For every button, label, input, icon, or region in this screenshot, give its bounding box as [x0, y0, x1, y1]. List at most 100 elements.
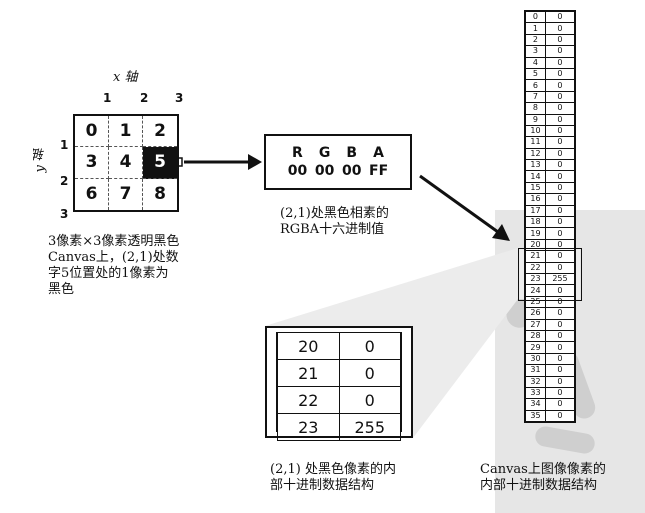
y-tick: 2	[60, 174, 69, 188]
pixel-cell-highlighted: 5	[143, 147, 177, 179]
index-cell: 18	[525, 216, 546, 229]
index-cell: 9	[525, 113, 546, 126]
value-cell: 0	[338, 359, 401, 387]
value-cell: 0	[544, 113, 576, 126]
index-cell: 17	[525, 204, 546, 218]
highlight-box	[518, 248, 582, 301]
rgba-labels: R G B A	[266, 144, 410, 162]
rgba-value: 00	[287, 163, 308, 179]
index-cell: 14	[525, 170, 546, 183]
value-cell: 0	[544, 386, 576, 400]
value-cell: 0	[544, 136, 576, 149]
index-cell: 13	[525, 159, 546, 172]
pixel-cell: 4	[109, 147, 143, 179]
index-cell: 28	[525, 329, 546, 343]
pixel-cell: 3	[75, 147, 109, 179]
value-cell: 0	[544, 147, 576, 161]
pixel-cell: 2	[143, 116, 177, 148]
caption-column: Canvas上图像像素的 内部十进制数据结构	[480, 462, 606, 493]
index-cell: 0	[525, 10, 546, 24]
index-cell: 32	[525, 375, 546, 388]
index-cell: 5	[525, 67, 546, 81]
y-axis-label: y 轴	[33, 148, 48, 173]
value-cell: 0	[544, 102, 576, 115]
index-cell: 19	[525, 227, 546, 240]
index-cell: 6	[525, 79, 546, 92]
value-cell: 0	[544, 307, 576, 320]
value-cell: 0	[544, 22, 576, 35]
value-cell: 0	[544, 364, 576, 377]
index-cell: 20	[277, 332, 340, 360]
pixel-grid: 0 1 2 3 4 5 6 7 8	[73, 114, 179, 212]
index-cell: 35	[525, 409, 546, 423]
index-cell: 2	[525, 33, 546, 47]
index-cell: 7	[525, 90, 546, 104]
rgba-value: FF	[369, 163, 389, 179]
value-cell: 0	[544, 181, 576, 195]
value-cell: 0	[544, 341, 576, 354]
value-cell: 0	[338, 386, 401, 414]
index-cell: 16	[525, 193, 546, 206]
value-cell: 0	[544, 318, 576, 331]
rgba-box: R G B A 00 00 00 FF	[264, 134, 412, 190]
index-cell: 34	[525, 398, 546, 411]
pixel-cell: 7	[109, 178, 143, 210]
index-cell: 23	[277, 413, 340, 441]
index-cell: 33	[525, 386, 546, 400]
value-cell: 0	[544, 227, 576, 240]
rgba-label: B	[346, 145, 358, 161]
value-cell: 255	[338, 413, 401, 441]
rgba-value: 00	[314, 163, 335, 179]
index-cell: 27	[525, 318, 546, 331]
value-cell: 0	[544, 352, 576, 366]
rgba-values: 00 00 00 FF	[266, 162, 410, 180]
value-cell: 0	[544, 409, 576, 423]
rgba-label: G	[318, 145, 331, 161]
value-cell: 0	[544, 159, 576, 172]
rgba-value: 00	[341, 163, 362, 179]
value-cell: 0	[544, 398, 576, 411]
value-cell: 0	[544, 33, 576, 47]
index-cell: 21	[277, 359, 340, 387]
index-cell: 3	[525, 45, 546, 58]
value-cell: 0	[544, 67, 576, 81]
value-cell: 0	[544, 124, 576, 138]
pixel-cell: 0	[75, 116, 109, 148]
value-cell: 0	[544, 90, 576, 104]
caption-left: 3像素×3像素透明黑色 Canvas上，(2,1)处数 字5位置处的1像素为 黑…	[48, 234, 180, 297]
value-cell: 0	[544, 216, 576, 229]
pixel-cell: 6	[75, 178, 109, 210]
index-cell: 12	[525, 147, 546, 161]
pixel-cell: 1	[109, 116, 143, 148]
